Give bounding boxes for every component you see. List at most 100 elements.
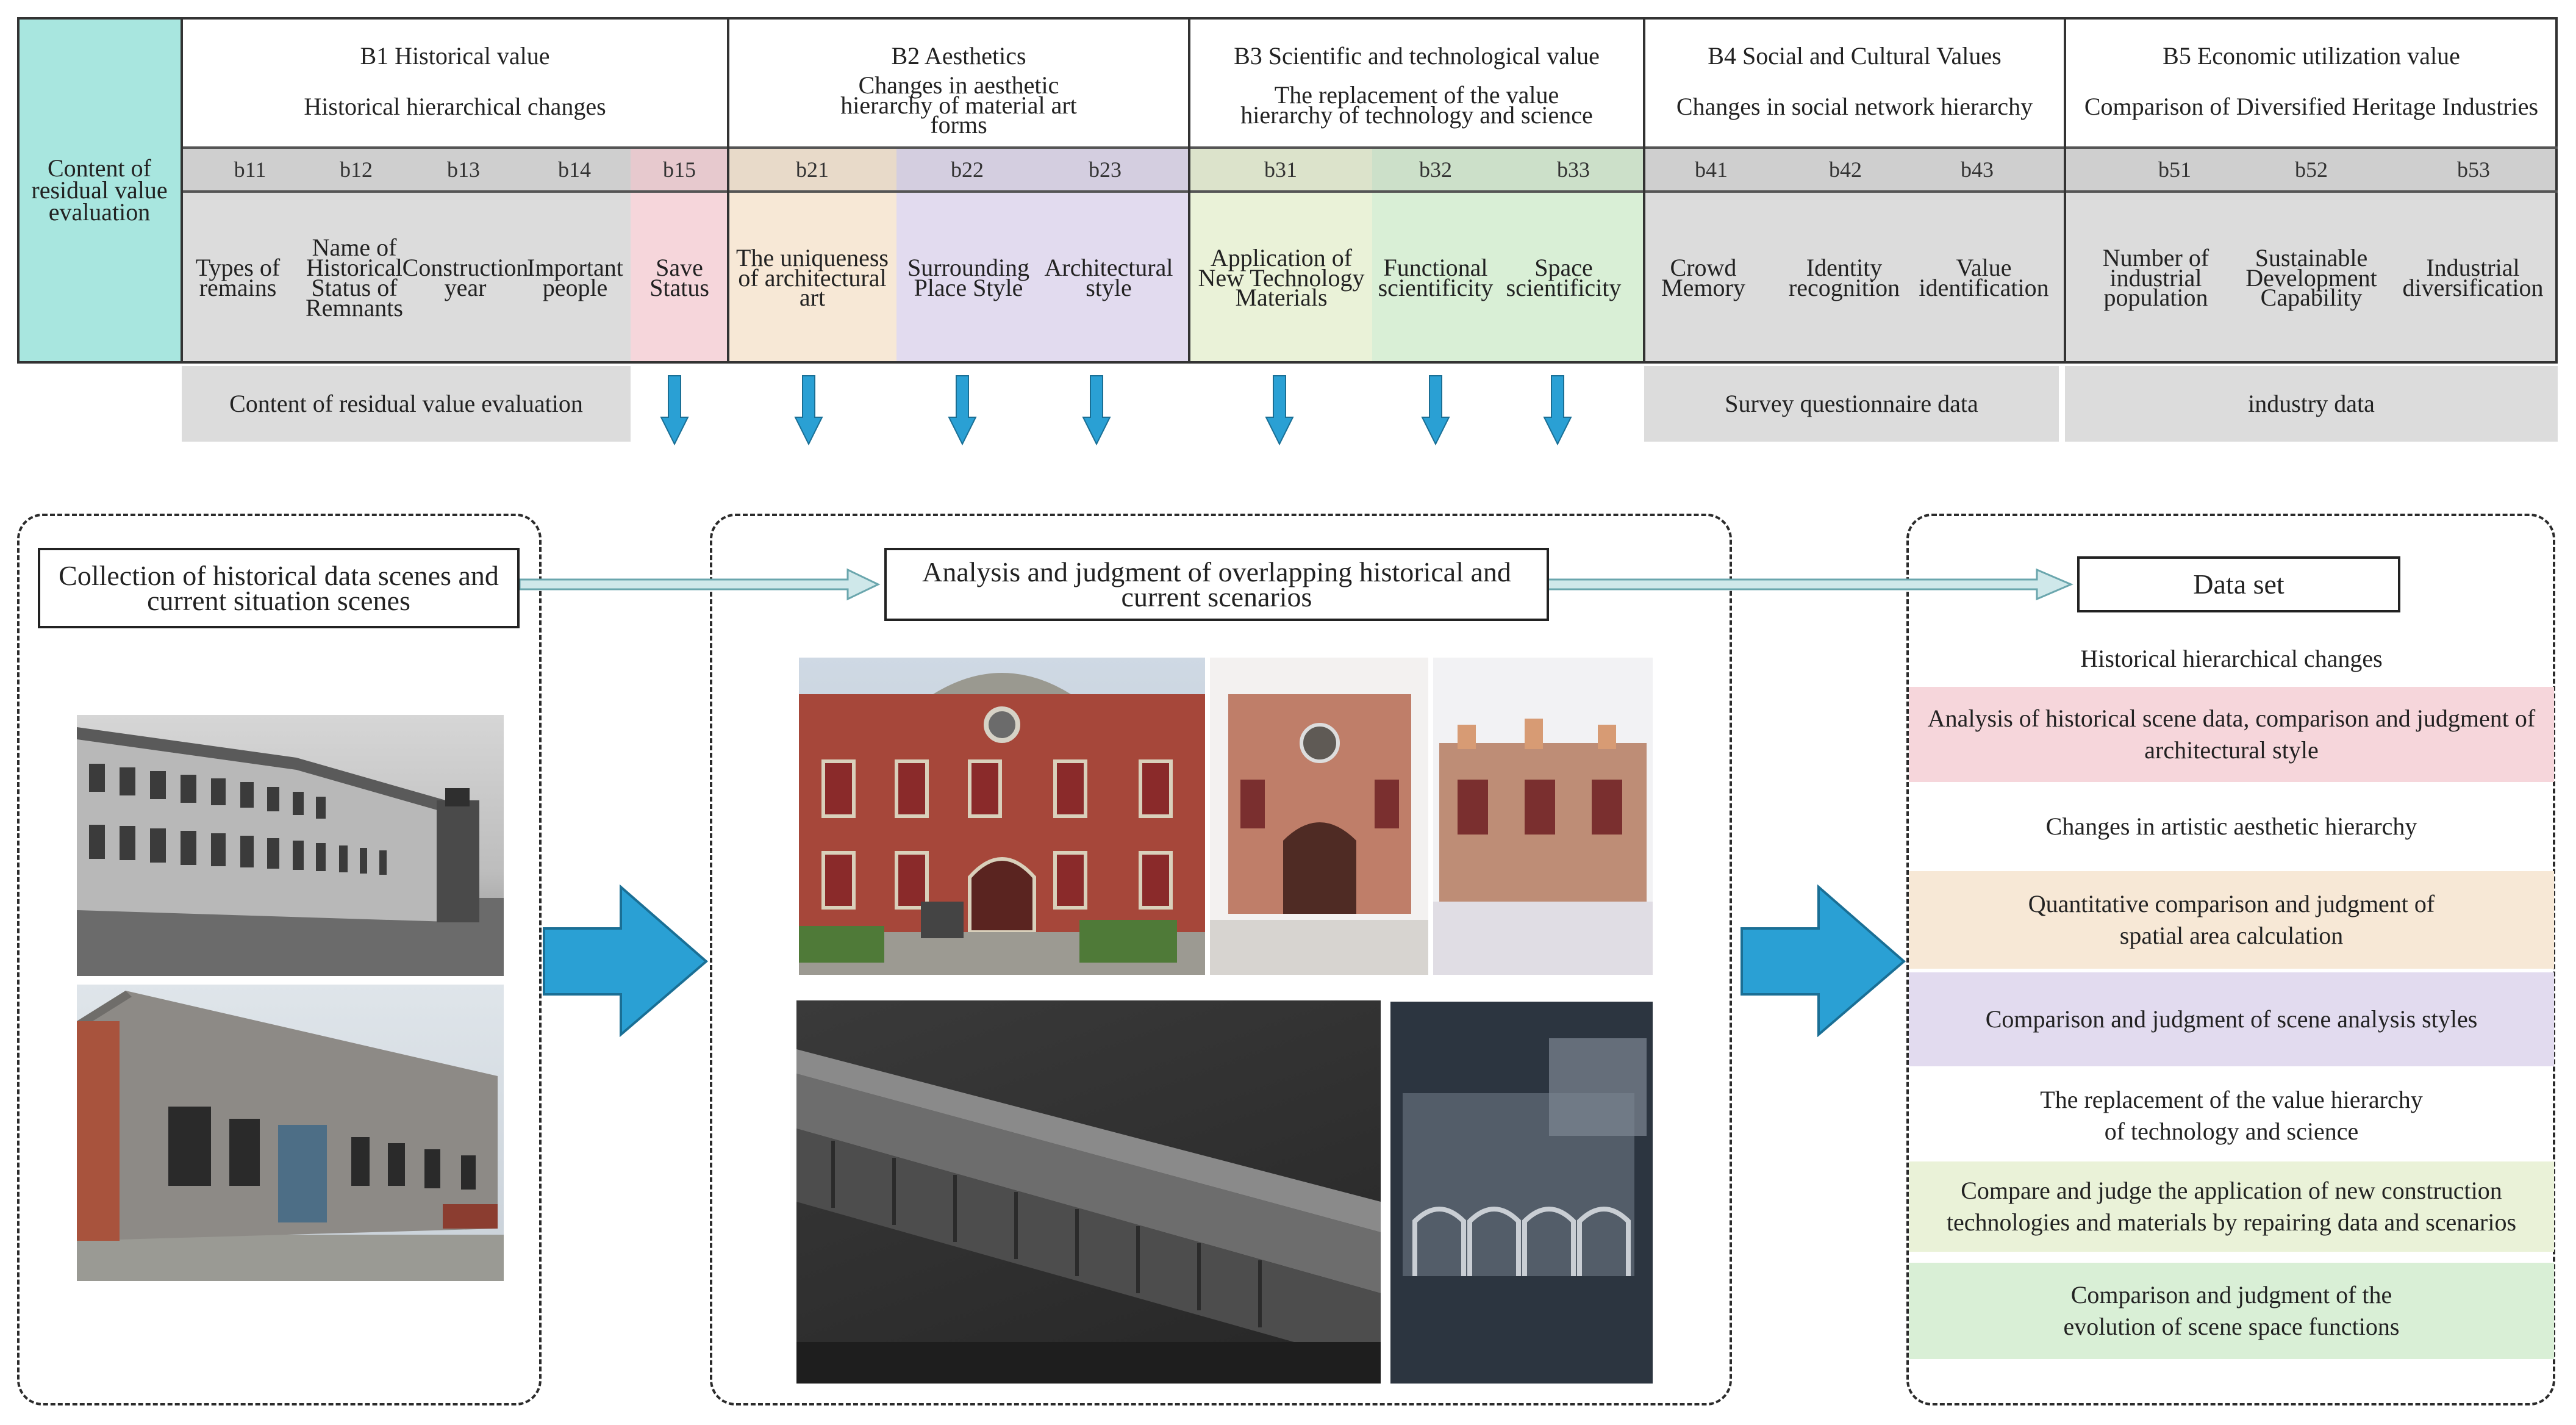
dataset-panel <box>1906 514 2555 1405</box>
bg-b4-b5-grey <box>1644 148 2558 364</box>
code-b14: b14 <box>558 157 591 182</box>
code-b33: b33 <box>1557 157 1590 182</box>
dataset-item-6: The replacement of the value hierarchy o… <box>2040 1086 2423 1145</box>
dataset-item-5: Comparison and judgment of scene analysi… <box>1909 972 2554 1066</box>
code-b42: b42 <box>1829 157 1862 182</box>
analysis-title: Analysis and judgment of overlapping his… <box>922 556 1511 612</box>
code-row-band <box>182 148 2558 192</box>
dataset-item-8: Comparison and judgment of the evolution… <box>1909 1263 2554 1359</box>
group-b2: B2 Aesthetics Changes in aesthetic hiera… <box>728 17 1189 146</box>
historical-factory-photo <box>77 715 504 976</box>
indicator-b13: Construction year <box>402 254 529 301</box>
left-label: Content of residual value evaluation <box>17 17 182 364</box>
pointcloud-arcade <box>1390 1002 1653 1384</box>
line-code-top <box>182 146 2558 149</box>
indicator-b11: Types of remains <box>195 254 281 301</box>
collection-title-box: Collection of historical data scenes and… <box>38 548 520 628</box>
group-b2-subtitle: Changes in aesthetic hierarchy of materi… <box>840 71 1077 139</box>
bg-b15 <box>631 148 728 364</box>
dataset-item-3: Changes in artistic aesthetic hierarchy <box>2045 813 2417 840</box>
connector-arrow-2 <box>1547 568 2073 601</box>
source-left: Content of residual value evaluation <box>182 366 631 442</box>
code-b52: b52 <box>2295 157 2328 182</box>
indicator-b31: Application of New Technology Materials <box>1198 243 1365 312</box>
connector-arrows <box>518 568 2073 601</box>
indicator-b12: Name of Historical Status of Remnants <box>306 234 403 321</box>
group-b5-title: B5 Economic utilization value <box>2163 42 2460 70</box>
down-arrow-b21 <box>795 375 823 445</box>
indicator-b42: Identity recognition <box>1788 254 1900 301</box>
indicator-b41: Crowd Memory <box>1661 254 1745 301</box>
pointcloud-facade-1 <box>1210 658 1428 975</box>
analysis-title-box: Analysis and judgment of overlapping his… <box>884 548 1549 621</box>
dataset-item-4: Quantitative comparison and judgment of … <box>1909 871 2554 969</box>
group-b2-title: B2 Aesthetics <box>891 42 1026 70</box>
dataset-item-1: Historical hierarchical changes <box>2080 645 2383 672</box>
code-b23: b23 <box>1089 157 1122 182</box>
indicator-b14: Important people <box>527 254 623 301</box>
code-b11: b11 <box>234 157 267 182</box>
code-b53: b53 <box>2457 157 2490 182</box>
down-arrow-b23 <box>1082 375 1111 445</box>
source-survey: Survey questionnaire data <box>1644 366 2059 442</box>
indicator-b51: Number of industrial population <box>2102 243 2209 312</box>
group-b4-title: B4 Social and Cultural Values <box>1708 42 2002 70</box>
bg-b21 <box>728 148 896 364</box>
code-b41: b41 <box>1695 157 1728 182</box>
group-b3-title: B3 Scientific and technological value <box>1234 42 1600 70</box>
code-b12: b12 <box>340 157 373 182</box>
down-arrow-b15 <box>660 375 689 445</box>
dataset-title: Data set <box>2193 569 2284 600</box>
bg-b1-grey <box>182 148 631 364</box>
collection-title: Collection of historical data scenes and… <box>59 559 499 616</box>
collection-panel <box>17 514 542 1405</box>
group-b1-title: B1 Historical value <box>360 42 550 70</box>
down-arrows <box>660 375 1572 445</box>
indicator-b52: Sustainable Development Capability <box>2245 243 2377 312</box>
indicator-b22: Surrounding Place Style <box>907 254 1029 301</box>
dataset-item-7: Compare and judge the application of new… <box>1909 1161 2554 1252</box>
dataset-item-2: Analysis of historical scene data, compa… <box>1909 687 2554 782</box>
group-b1: B1 Historical value Historical hierarchi… <box>182 17 728 146</box>
indicator-b32: Functional scientificity <box>1378 254 1494 301</box>
group-b3-subtitle: The replacement of the value hierarchy o… <box>1240 81 1593 129</box>
connector-arrow-1 <box>518 568 881 601</box>
code-b51: b51 <box>2158 157 2191 182</box>
group-b4-subtitle: Changes in social network hierarchy <box>1676 92 2033 120</box>
current-factory-photo <box>77 985 504 1281</box>
indicator-b15: Save Status <box>649 254 709 301</box>
down-arrow-b22 <box>948 375 976 445</box>
code-b31: b31 <box>1264 157 1297 182</box>
indicator-b53: Industrial diversification <box>2402 254 2544 301</box>
code-b43: b43 <box>1961 157 1994 182</box>
code-b15: b15 <box>663 157 696 182</box>
code-b21: b21 <box>796 157 829 182</box>
indicator-b21: The uniqueness of architectural art <box>736 243 889 312</box>
dataset-title-box: Data set <box>2077 556 2400 612</box>
bg-b22-b23 <box>896 148 1189 364</box>
line-v-b4-b5 <box>2064 17 2066 364</box>
line-v-left <box>181 17 183 364</box>
down-arrow-b32 <box>1422 375 1450 445</box>
code-b22: b22 <box>951 157 984 182</box>
line-v-b1-b2 <box>727 17 729 364</box>
pointcloud-facade-2 <box>1433 658 1653 975</box>
flow-arrow-right <box>1741 885 1906 1037</box>
source-industry: industry data <box>2065 366 2558 442</box>
flow-arrow-left <box>543 885 709 1037</box>
indicator-b23: Architectural style <box>1044 254 1173 301</box>
3d-model-render <box>796 1000 1381 1384</box>
line-v-b3-b4 <box>1643 17 1645 364</box>
bg-b32-b33 <box>1372 148 1644 364</box>
line-v-b2-b3 <box>1188 17 1190 364</box>
indicator-b43: Value identification <box>1919 254 2049 301</box>
analysis-panel <box>710 514 1732 1405</box>
group-b5: B5 Economic utilization value Comparison… <box>2065 17 2558 146</box>
line-code-bottom <box>182 190 2558 193</box>
group-b5-subtitle: Comparison of Diversified Heritage Indus… <box>2084 92 2539 120</box>
group-b4: B4 Social and Cultural Values Changes in… <box>1644 17 2065 146</box>
down-arrow-b33 <box>1544 375 1572 445</box>
indicator-b33: Space scientificity <box>1506 254 1622 301</box>
group-b1-subtitle: Historical hierarchical changes <box>304 92 606 120</box>
facade-photo <box>799 658 1205 975</box>
